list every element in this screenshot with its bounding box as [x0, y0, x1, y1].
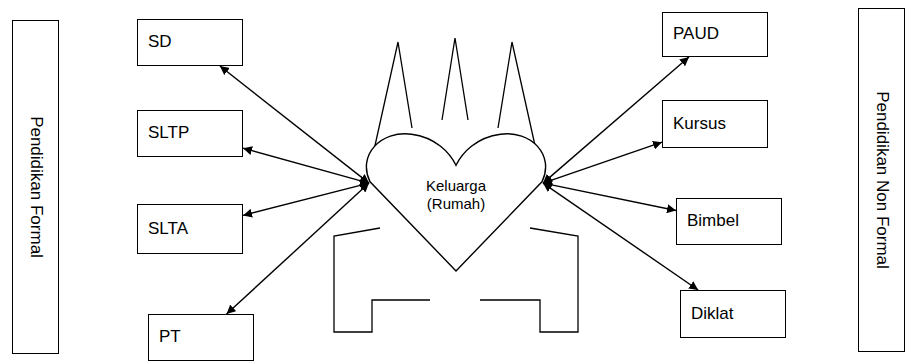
connector-arrow [243, 183, 369, 215]
institution-box: Bimbel [676, 198, 782, 245]
node-label: Diklat [691, 304, 734, 324]
institution-box: PAUD [662, 12, 768, 57]
base-bracket [334, 228, 430, 332]
node-label: PAUD [673, 24, 719, 44]
category-label: Pendidikan Formal [26, 116, 46, 258]
category-label: Pendidikan Non Formal [872, 91, 892, 269]
crown-spike [442, 38, 468, 120]
base-bracket [480, 228, 578, 332]
node-label: Keluarga (Rumah) [416, 177, 496, 213]
node-label: SLTP [148, 123, 189, 143]
family-heart: Keluarga (Rumah) [365, 128, 547, 273]
connector-arrow [227, 183, 369, 314]
institution-box: SLTP [137, 110, 243, 157]
institution-box: Diklat [680, 290, 786, 338]
node-label: SD [148, 32, 172, 52]
category-band: Pendidikan Non Formal [858, 8, 905, 352]
institution-box: SD [137, 19, 243, 66]
connector-arrow [243, 148, 369, 183]
node-label: SLTA [148, 219, 188, 239]
node-label: Bimbel [687, 211, 739, 231]
institution-box: PT [148, 314, 254, 361]
connector-arrow [543, 183, 698, 290]
institution-box: Kursus [662, 100, 768, 148]
node-label: Kursus [673, 114, 726, 134]
connector-arrow [543, 142, 662, 183]
node-label: PT [159, 327, 181, 347]
institution-box: SLTA [137, 204, 243, 254]
category-band: Pendidikan Formal [12, 20, 59, 354]
